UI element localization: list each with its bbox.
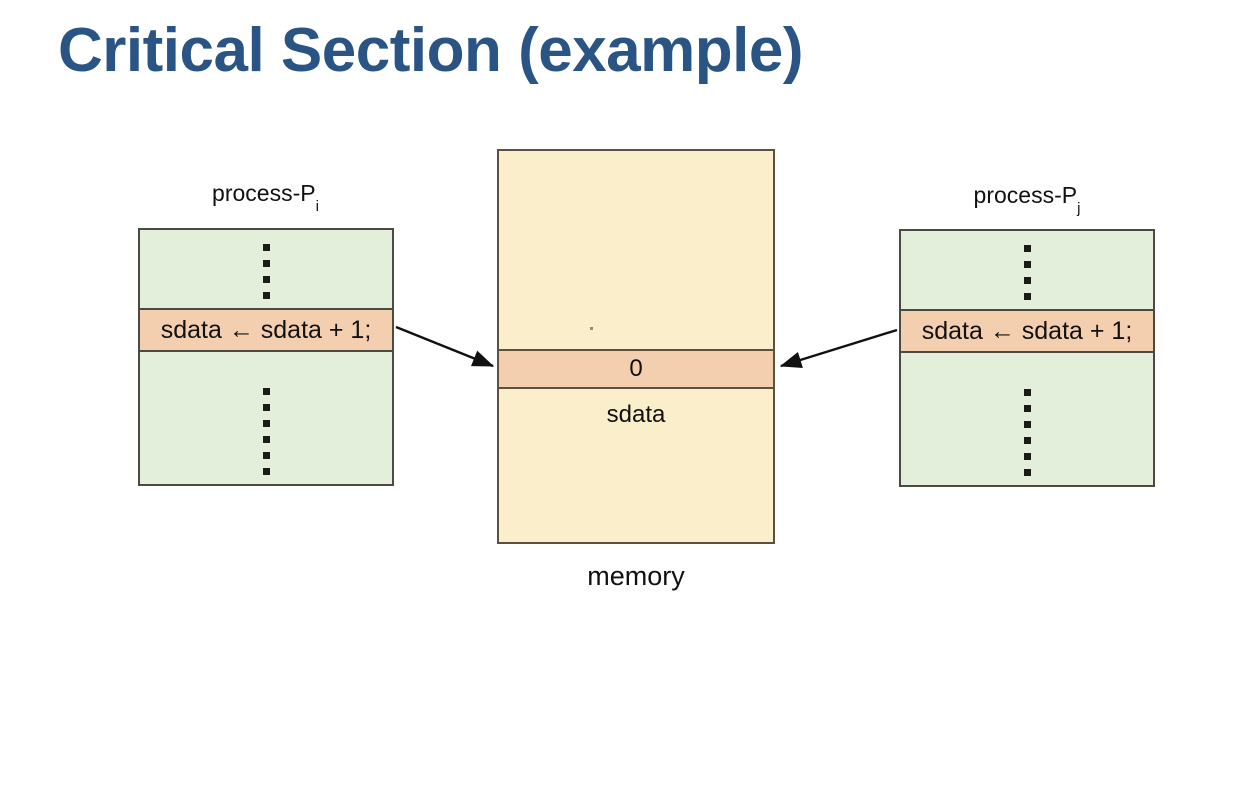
right-process-segment-before	[901, 231, 1153, 309]
dot-square	[262, 467, 270, 475]
memory-segment-lower: sdata	[499, 389, 773, 542]
memory-box: 0 sdata	[497, 149, 775, 544]
left-process-caption: process-Pi	[138, 180, 393, 214]
left-process-caption-subscript: i	[315, 197, 319, 215]
dot-square	[262, 387, 270, 395]
dot-square	[262, 403, 270, 411]
right-process-box: sdata ← sdata + 1;	[899, 229, 1155, 487]
right-process-dots-bottom	[1023, 388, 1031, 476]
right-process-segment-after	[901, 353, 1153, 485]
left-process-dots-top	[262, 243, 270, 299]
left-process-critical-statement: sdata ← sdata + 1;	[160, 315, 372, 344]
dot-square	[262, 451, 270, 459]
page-title: Critical Section (example)	[58, 16, 804, 85]
arrow-left-process-to-memory	[395, 325, 495, 368]
dot-square	[1023, 244, 1031, 252]
dot-square	[1023, 404, 1031, 412]
memory-segment-upper	[499, 151, 773, 349]
dot-square	[1023, 388, 1031, 396]
dot-square	[262, 435, 270, 443]
dot-square	[262, 419, 270, 427]
right-process-critical-section[interactable]: sdata ← sdata + 1;	[901, 309, 1153, 353]
dot-square	[1023, 436, 1031, 444]
left-process-segment-after	[140, 352, 392, 484]
dot-square	[1023, 420, 1031, 428]
dot-square	[1023, 276, 1031, 284]
dot-square	[1023, 260, 1031, 268]
right-process-dots-top	[1023, 244, 1031, 300]
right-process-critical-statement: sdata ← sdata + 1;	[921, 316, 1133, 345]
memory-speck-icon	[590, 327, 593, 330]
left-process-dots-bottom	[262, 387, 270, 475]
memory-caption: memory	[587, 561, 685, 591]
dot-square	[1023, 468, 1031, 476]
left-process-segment-before	[140, 230, 392, 308]
right-process-caption-subscript: j	[1077, 199, 1081, 217]
arrow-right-process-to-memory	[779, 328, 898, 368]
memory-value: 0	[629, 355, 643, 382]
memory-variable-label: sdata	[606, 401, 666, 428]
left-process-critical-section[interactable]: sdata ← sdata + 1;	[140, 308, 392, 352]
dot-square	[262, 243, 270, 251]
right-process-caption-main: process-P	[973, 182, 1078, 208]
left-process-box: sdata ← sdata + 1;	[138, 228, 394, 486]
dot-square	[1023, 452, 1031, 460]
right-process-caption: process-Pj	[899, 182, 1155, 216]
dot-square	[1023, 292, 1031, 300]
left-process-caption-main: process-P	[212, 180, 316, 206]
dot-square	[262, 275, 270, 283]
memory-shared-variable-cell[interactable]: 0	[499, 349, 773, 389]
dot-square	[262, 291, 270, 299]
dot-square	[262, 259, 270, 267]
